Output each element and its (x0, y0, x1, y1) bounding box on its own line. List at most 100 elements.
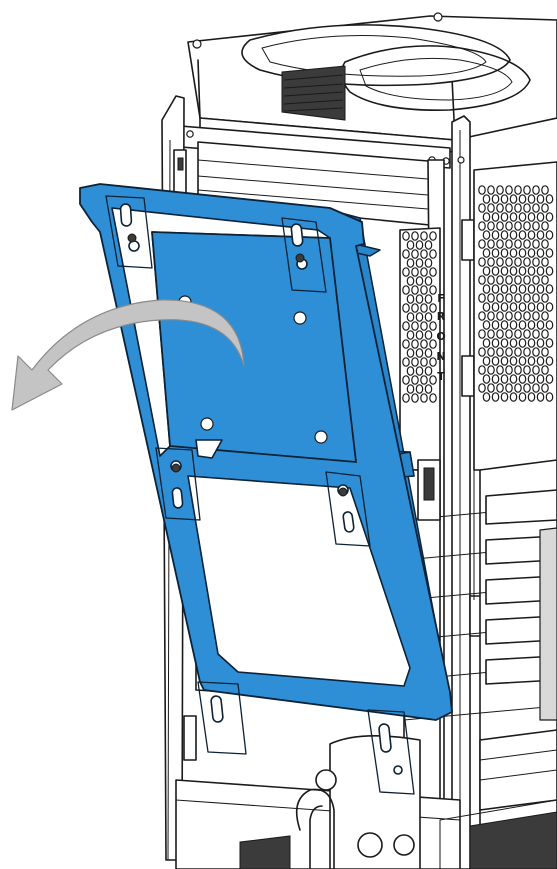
mesh-hole (509, 320, 518, 330)
mesh-hole (532, 329, 540, 339)
mesh-hole (487, 239, 495, 249)
mesh-hole (527, 356, 536, 366)
mesh-hole (523, 365, 531, 375)
mesh-hole (509, 212, 518, 222)
mesh-hole (429, 303, 437, 313)
mesh-hole (523, 257, 531, 267)
mesh-hole (532, 293, 540, 303)
mesh-hole (514, 365, 522, 375)
mesh-hole (527, 392, 536, 402)
mesh-hole (505, 185, 513, 195)
mesh-hole (505, 383, 513, 393)
mount-tab (105, 195, 153, 269)
mesh-hole (496, 311, 504, 321)
mesh-hole (541, 347, 549, 357)
mesh-hole (429, 339, 437, 349)
mesh-hole (541, 275, 549, 285)
mesh-hole (429, 249, 437, 259)
mesh-hole (518, 212, 527, 222)
mesh-hole (541, 203, 549, 213)
mesh-hole (545, 356, 554, 366)
mesh-hole (536, 374, 545, 384)
mesh-hole (496, 365, 504, 375)
mesh-hole (500, 212, 509, 222)
mesh-hole (402, 339, 410, 349)
mesh-hole (491, 320, 500, 330)
mesh-hole (514, 185, 522, 195)
mesh-hole (406, 276, 415, 286)
mount-tab (325, 471, 371, 547)
mesh-hole (424, 312, 433, 322)
mesh-hole (424, 276, 433, 286)
mesh-hole (411, 321, 419, 331)
mesh-hole (545, 194, 554, 204)
mesh-hole (406, 258, 415, 268)
front-letter: O (436, 330, 445, 343)
mesh-hole (518, 266, 527, 276)
mesh-hole (411, 231, 419, 241)
mesh-hole (482, 230, 491, 240)
mesh-hole (545, 338, 554, 348)
mesh-hole (523, 203, 531, 213)
mesh-hole (496, 203, 504, 213)
mesh-panel (399, 161, 557, 471)
mesh-hole (527, 230, 536, 240)
mesh-hole (509, 284, 518, 294)
mesh-hole (541, 383, 549, 393)
mesh-hole (523, 221, 531, 231)
mesh-hole (523, 347, 531, 357)
mesh-hole (496, 275, 504, 285)
mesh-hole (406, 294, 415, 304)
mesh-hole (482, 392, 491, 402)
mesh-hole (429, 285, 437, 295)
mesh-hole (518, 338, 527, 348)
mesh-hole (500, 248, 509, 258)
mesh-hole (491, 284, 500, 294)
mesh-hole (424, 330, 433, 340)
mesh-hole (420, 249, 428, 259)
mesh-hole (532, 257, 540, 267)
mesh-hole (491, 338, 500, 348)
mesh-hole (505, 329, 513, 339)
mesh-hole (415, 348, 424, 358)
mesh-hole (545, 284, 554, 294)
mesh-hole (545, 248, 554, 258)
mesh-hole (478, 365, 486, 375)
mesh-hole (536, 392, 545, 402)
mesh-hole (482, 194, 491, 204)
mesh-hole (509, 338, 518, 348)
mesh-hole (527, 194, 536, 204)
mesh-hole (478, 329, 486, 339)
mesh-hole (500, 356, 509, 366)
mesh-hole (496, 329, 504, 339)
mesh-hole (505, 221, 513, 231)
mesh-hole (509, 302, 518, 312)
mesh-hole (487, 365, 495, 375)
mesh-hole (536, 212, 545, 222)
mesh-hole (532, 203, 540, 213)
mesh-hole (536, 194, 545, 204)
mesh-hole (424, 366, 433, 376)
mesh-hole (541, 293, 549, 303)
mesh-hole (527, 302, 536, 312)
mesh-hole (411, 303, 419, 313)
mesh-hole (545, 212, 554, 222)
mesh-hole (496, 383, 504, 393)
mesh-hole (536, 356, 545, 366)
mesh-hole (406, 240, 415, 250)
mesh-hole (505, 257, 513, 267)
drive-bracket (79, 183, 453, 795)
mesh-hole (514, 311, 522, 321)
mesh-hole (500, 320, 509, 330)
top-fan (187, 12, 557, 153)
mesh-hole (505, 311, 513, 321)
mesh-hole (478, 293, 486, 303)
mesh-hole (536, 248, 545, 258)
mesh-hole (487, 383, 495, 393)
mesh-hole (406, 312, 415, 322)
mesh-hole (532, 347, 540, 357)
mesh-hole (536, 230, 545, 240)
mesh-hole (514, 239, 522, 249)
mesh-hole (478, 347, 486, 357)
mesh-hole (536, 284, 545, 294)
